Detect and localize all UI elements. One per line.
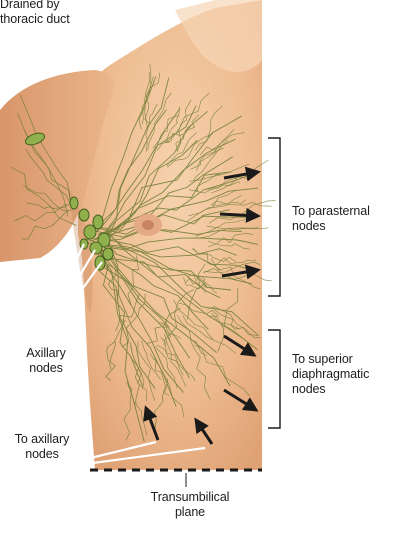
label-to-axillary-nodes: To axillary nodes [0,432,84,462]
label-to-parasternal-nodes: To parasternal nodes [292,204,370,234]
bracket-parasternal [268,138,280,296]
lymph-node [103,248,113,260]
label-axillary-nodes: Axillary nodes [4,346,88,376]
label-transumbilical-plane: Transumbilical plane [130,490,250,520]
label-drained-by-thoracic-duct: Drained by thoracic duct [0,0,70,27]
nipple [134,214,162,236]
lymph-node [79,209,89,221]
lymph-node [70,197,78,209]
lymph-node [90,242,102,254]
label-to-superior-diaphragmatic-nodes: To superior diaphragmatic nodes [292,352,369,397]
lymph-node [84,225,96,239]
bracket-diaphragmatic [268,330,280,428]
arrow-parasternal [220,214,258,216]
